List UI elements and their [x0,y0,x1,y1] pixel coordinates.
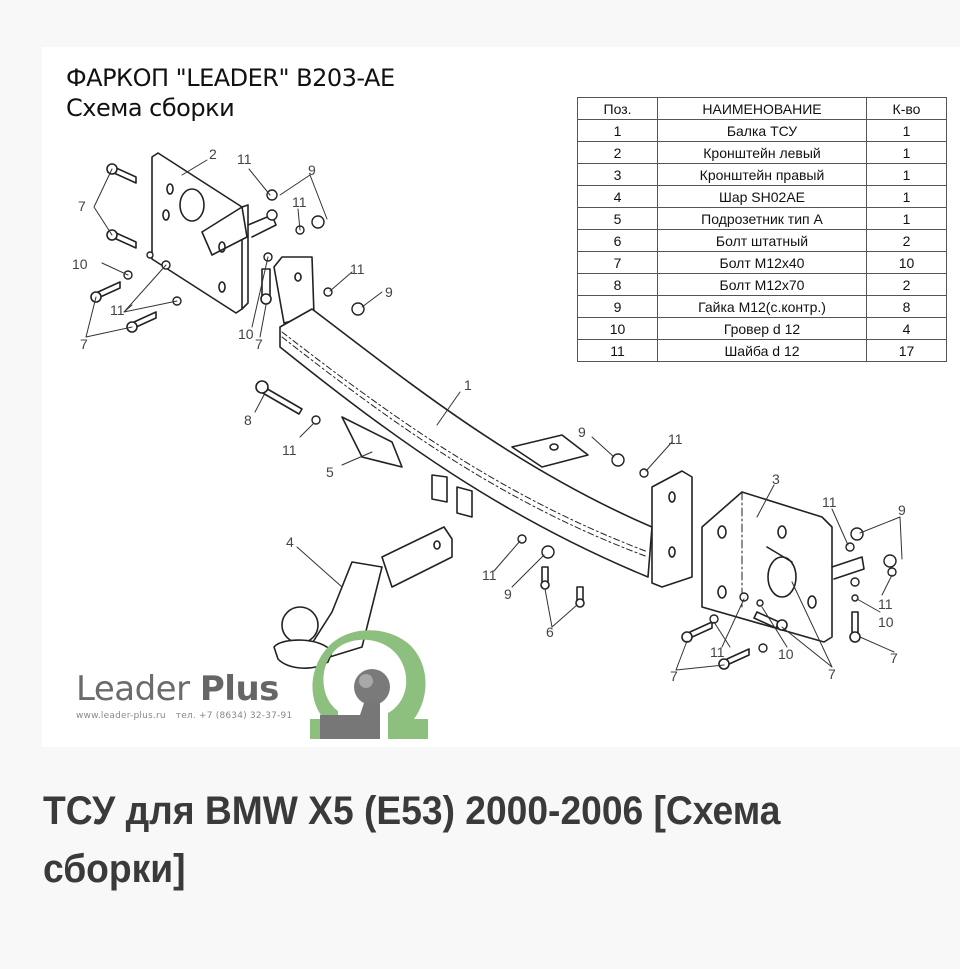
svg-text:11: 11 [822,494,837,510]
svg-text:11: 11 [350,261,365,277]
right-bracket-part [701,491,865,643]
diagram-image[interactable]: ФАРКОП "LEADER" B203-AE Схема сборки Поз… [42,47,960,747]
svg-text:10: 10 [238,326,254,342]
svg-text:9: 9 [898,502,906,518]
svg-text:3: 3 [772,471,780,487]
cell-name: Гайка М12(с.контр.) [657,295,867,318]
brand-name-bold: Plus [199,669,280,709]
svg-text:11: 11 [710,644,725,660]
cell-name: Кронштейн левый [657,141,867,164]
svg-text:11: 11 [282,442,297,458]
cell-name: Гровер d 12 [657,317,867,340]
svg-text:10: 10 [878,614,894,630]
svg-text:11: 11 [110,302,125,318]
svg-text:1: 1 [464,377,472,393]
svg-text:11: 11 [292,194,307,210]
assembly-drawing: 1 2 3 4 5 6 7 7 7 7 7 7 8 9 9 9 9 9 10 1… [72,146,906,739]
svg-text:7: 7 [670,668,678,684]
svg-text:9: 9 [504,586,512,602]
svg-text:9: 9 [308,162,316,178]
header-pos: Поз. [577,97,658,120]
svg-text:7: 7 [828,666,836,682]
svg-text:6: 6 [546,624,554,640]
brand-name-light: Leader [76,669,190,709]
cell-qty: 1 [866,207,947,230]
parts-table-header: Поз. НАИМЕНОВАНИЕ К-во [577,97,947,120]
svg-text:5: 5 [326,464,334,480]
leader-lines [85,159,903,671]
svg-text:9: 9 [385,284,393,300]
svg-text:4: 4 [286,534,294,550]
svg-text:10: 10 [778,646,794,662]
brand-name: Leader Plus [76,669,292,709]
brand-phone: тел. +7 (8634) 32-37-91 [175,711,293,721]
left-bracket-part [151,152,277,314]
svg-text:7: 7 [255,336,263,352]
svg-text:11: 11 [668,431,683,447]
svg-text:10: 10 [72,256,88,272]
cell-qty: 4 [866,317,947,340]
cell-name: Болт М12х70 [657,273,867,296]
ball-mount-part [273,526,453,669]
brand-website: www.leader-plus.ru [76,711,166,721]
cell-name: Шайба d 12 [657,339,867,362]
cell-name: Болт штатный [657,229,867,252]
brand-block: Leader Plus www.leader-plus.ru тел. +7 (8… [76,669,292,721]
diagram-title-block: ФАРКОП "LEADER" B203-AE Схема сборки [66,63,395,123]
svg-text:11: 11 [482,567,497,583]
cell-pos: 11 [577,339,658,362]
svg-text:8: 8 [244,412,252,428]
callout-labels: 1 2 3 4 5 6 7 7 7 7 7 7 8 9 9 9 9 9 10 1… [72,146,906,684]
cell-name: Шар SH02AE [657,185,867,208]
leader-plus-logo-icon [310,630,428,739]
beam-part [273,256,693,588]
svg-text:2: 2 [209,146,217,162]
cell-qty: 17 [866,339,947,362]
svg-text:9: 9 [578,424,586,440]
image-caption: ТСУ для BMW X5 (E53) 2000-2006 [Схема сб… [43,789,781,891]
brand-contacts: www.leader-plus.ru тел. +7 (8634) 32-37-9… [76,711,292,721]
svg-text:7: 7 [78,198,86,214]
diagram-subtitle: Схема сборки [66,94,235,122]
diagram-title: ФАРКОП "LEADER" B203-AE [66,64,395,92]
cell-name: Подрозетник тип А [657,207,867,230]
svg-text:11: 11 [878,596,893,612]
cell-qty: 10 [866,251,947,274]
svg-text:7: 7 [890,650,898,666]
svg-text:11: 11 [237,151,252,167]
svg-text:7: 7 [80,336,88,352]
nuts-washers [123,189,897,653]
